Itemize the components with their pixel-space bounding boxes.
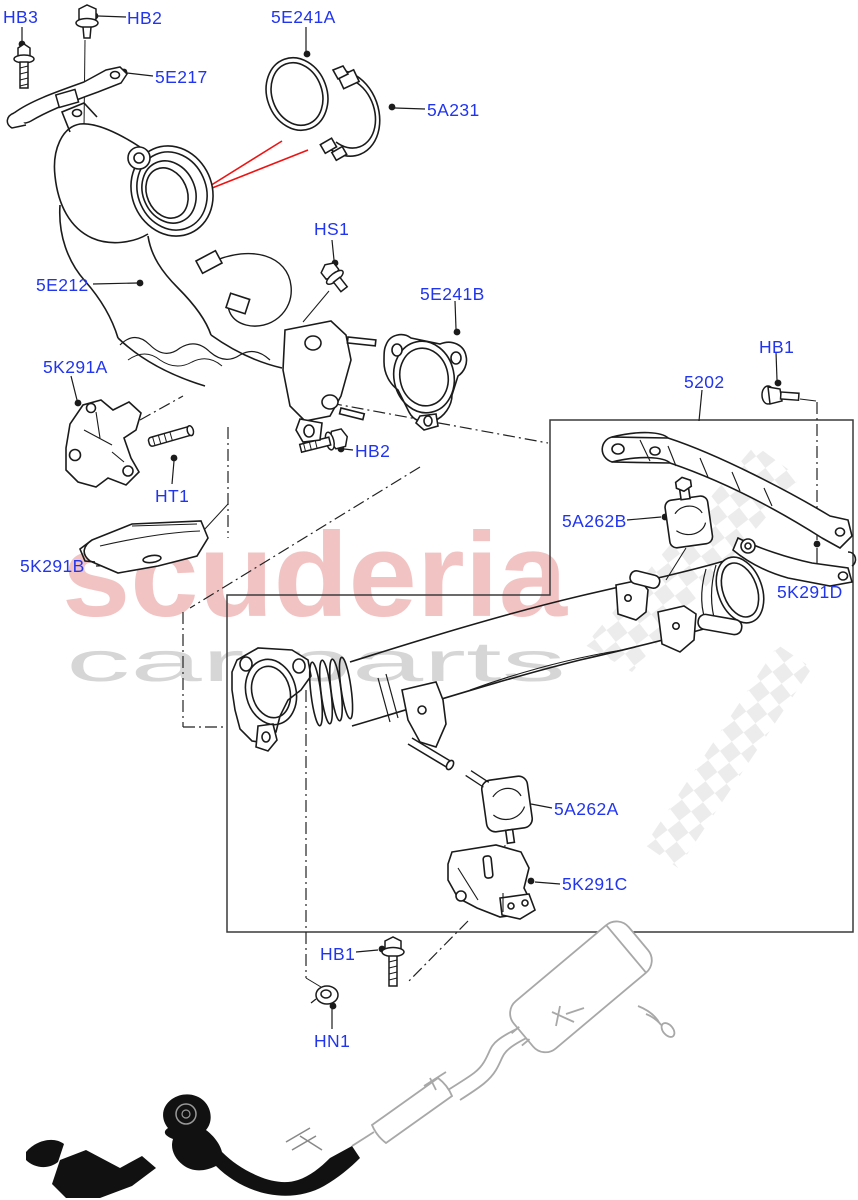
label-5a231[interactable]: 5A231: [427, 100, 480, 120]
label-ht1[interactable]: HT1: [155, 486, 190, 506]
gasket-5e241a: [265, 56, 329, 132]
checker-flag-band-2: [645, 645, 812, 868]
bolt-hb1-bottom: [381, 936, 405, 987]
label-5a262b[interactable]: 5A262B: [562, 511, 627, 531]
label-leader-lines: [21, 15, 818, 1029]
assembly-group-box: [226, 419, 854, 933]
heatshield-5k291b: [79, 520, 209, 574]
label-5e212[interactable]: 5E212: [36, 275, 89, 295]
bracket-5k291d: [732, 536, 857, 587]
bolt-hb2-lower: [298, 428, 349, 454]
thumbnail-rear-exhaust-outline: [351, 920, 676, 1147]
clamp-5a231: [319, 65, 381, 162]
nut-hn1: [310, 985, 339, 1005]
label-5k291b[interactable]: 5K291B: [20, 556, 85, 576]
thumbnail-front-pipe-silhouette: [26, 1094, 360, 1198]
label-5202[interactable]: 5202: [684, 372, 725, 392]
label-hs1[interactable]: HS1: [314, 219, 350, 239]
vehicle-location-thumbnail: [26, 920, 676, 1198]
red-pointer-lines: [196, 140, 309, 195]
bolt-hs1: [320, 262, 349, 293]
bracket-5k291c: [447, 844, 536, 920]
bolt-hb1-top: [761, 385, 800, 405]
label-hb2-top[interactable]: HB2: [127, 8, 163, 28]
bracket-5202: [601, 431, 853, 549]
mount-5a262a: [465, 770, 534, 845]
catalytic-converter-5e212: [53, 102, 377, 443]
label-hb1-top[interactable]: HB1: [759, 337, 795, 357]
stud-ht1: [147, 425, 195, 447]
label-5e217[interactable]: 5E217: [155, 67, 208, 87]
label-hb3[interactable]: HB3: [3, 7, 39, 27]
label-hb2-lower[interactable]: HB2: [355, 441, 391, 461]
label-hb1-bottom[interactable]: HB1: [320, 944, 356, 964]
label-5a262a[interactable]: 5A262A: [554, 799, 619, 819]
watermark-tagline-text: car parts: [66, 630, 566, 693]
bolt-hb3: [13, 43, 35, 89]
bolt-hb2-top: [75, 4, 99, 39]
label-5e241b[interactable]: 5E241B: [420, 284, 485, 304]
mount-5a262b: [664, 476, 714, 549]
center-pipe-assembly: [231, 556, 765, 771]
label-hn1[interactable]: HN1: [314, 1031, 351, 1051]
gasket-5e241b: [383, 333, 468, 431]
label-5k291c[interactable]: 5K291C: [562, 874, 628, 894]
label-5k291a[interactable]: 5K291A: [43, 357, 108, 377]
label-5k291d[interactable]: 5K291D: [777, 582, 843, 602]
bracket-5k291a: [65, 399, 142, 488]
label-5e241a[interactable]: 5E241A: [271, 7, 336, 27]
bracket-5e217: [6, 66, 128, 129]
